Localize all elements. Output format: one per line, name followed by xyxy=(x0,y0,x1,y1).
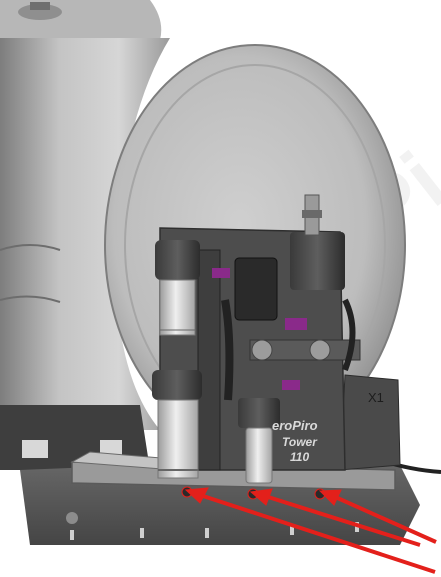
plate-model: Tower xyxy=(282,435,318,449)
filter-head xyxy=(155,240,200,280)
manifold xyxy=(249,339,361,361)
chassis-slot xyxy=(22,440,48,458)
strainer-bowl xyxy=(245,427,273,484)
arrow-to-center-bolt xyxy=(264,494,421,547)
badge-label: X1 xyxy=(368,390,384,405)
tank-dome xyxy=(0,0,162,40)
callout-arrows xyxy=(184,487,437,574)
tank-body xyxy=(0,38,170,430)
valve-accent xyxy=(285,318,307,330)
arrow-to-left-bolt xyxy=(199,493,436,574)
arrow-head-icon xyxy=(318,489,342,506)
tank-fill-cap-top xyxy=(30,2,50,10)
arrow-head-icon xyxy=(249,488,273,506)
hose xyxy=(221,299,234,401)
pump-body xyxy=(290,232,345,290)
arrow-head-icon xyxy=(184,487,209,504)
plate-number: 110 xyxy=(290,450,309,464)
arrow-to-right-bolt xyxy=(332,494,437,544)
valve-accent xyxy=(282,380,300,390)
strainer-head xyxy=(238,398,280,428)
control-box xyxy=(234,257,278,321)
tank-fill-cap xyxy=(18,4,62,20)
filter-canister xyxy=(159,279,196,336)
filter-canister-lower xyxy=(157,399,199,479)
filter-head-lower xyxy=(152,370,202,400)
valve-accent xyxy=(212,268,230,278)
bracket-column xyxy=(197,249,221,471)
plate-brand: eroPiro xyxy=(272,418,318,433)
